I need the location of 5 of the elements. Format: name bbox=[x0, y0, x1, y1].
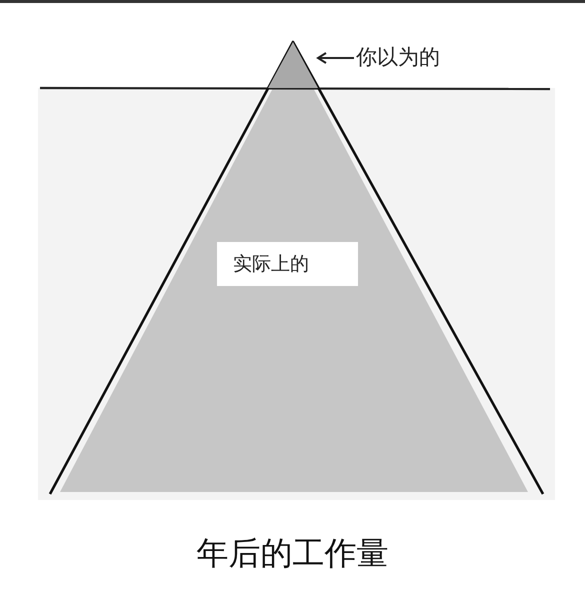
arrow bbox=[317, 52, 354, 64]
label-box bbox=[217, 242, 358, 286]
iceberg-label: 实际上的 bbox=[233, 252, 309, 277]
caption: 年后的工作量 bbox=[196, 534, 388, 572]
callout-text: 你以为的 bbox=[356, 44, 440, 71]
